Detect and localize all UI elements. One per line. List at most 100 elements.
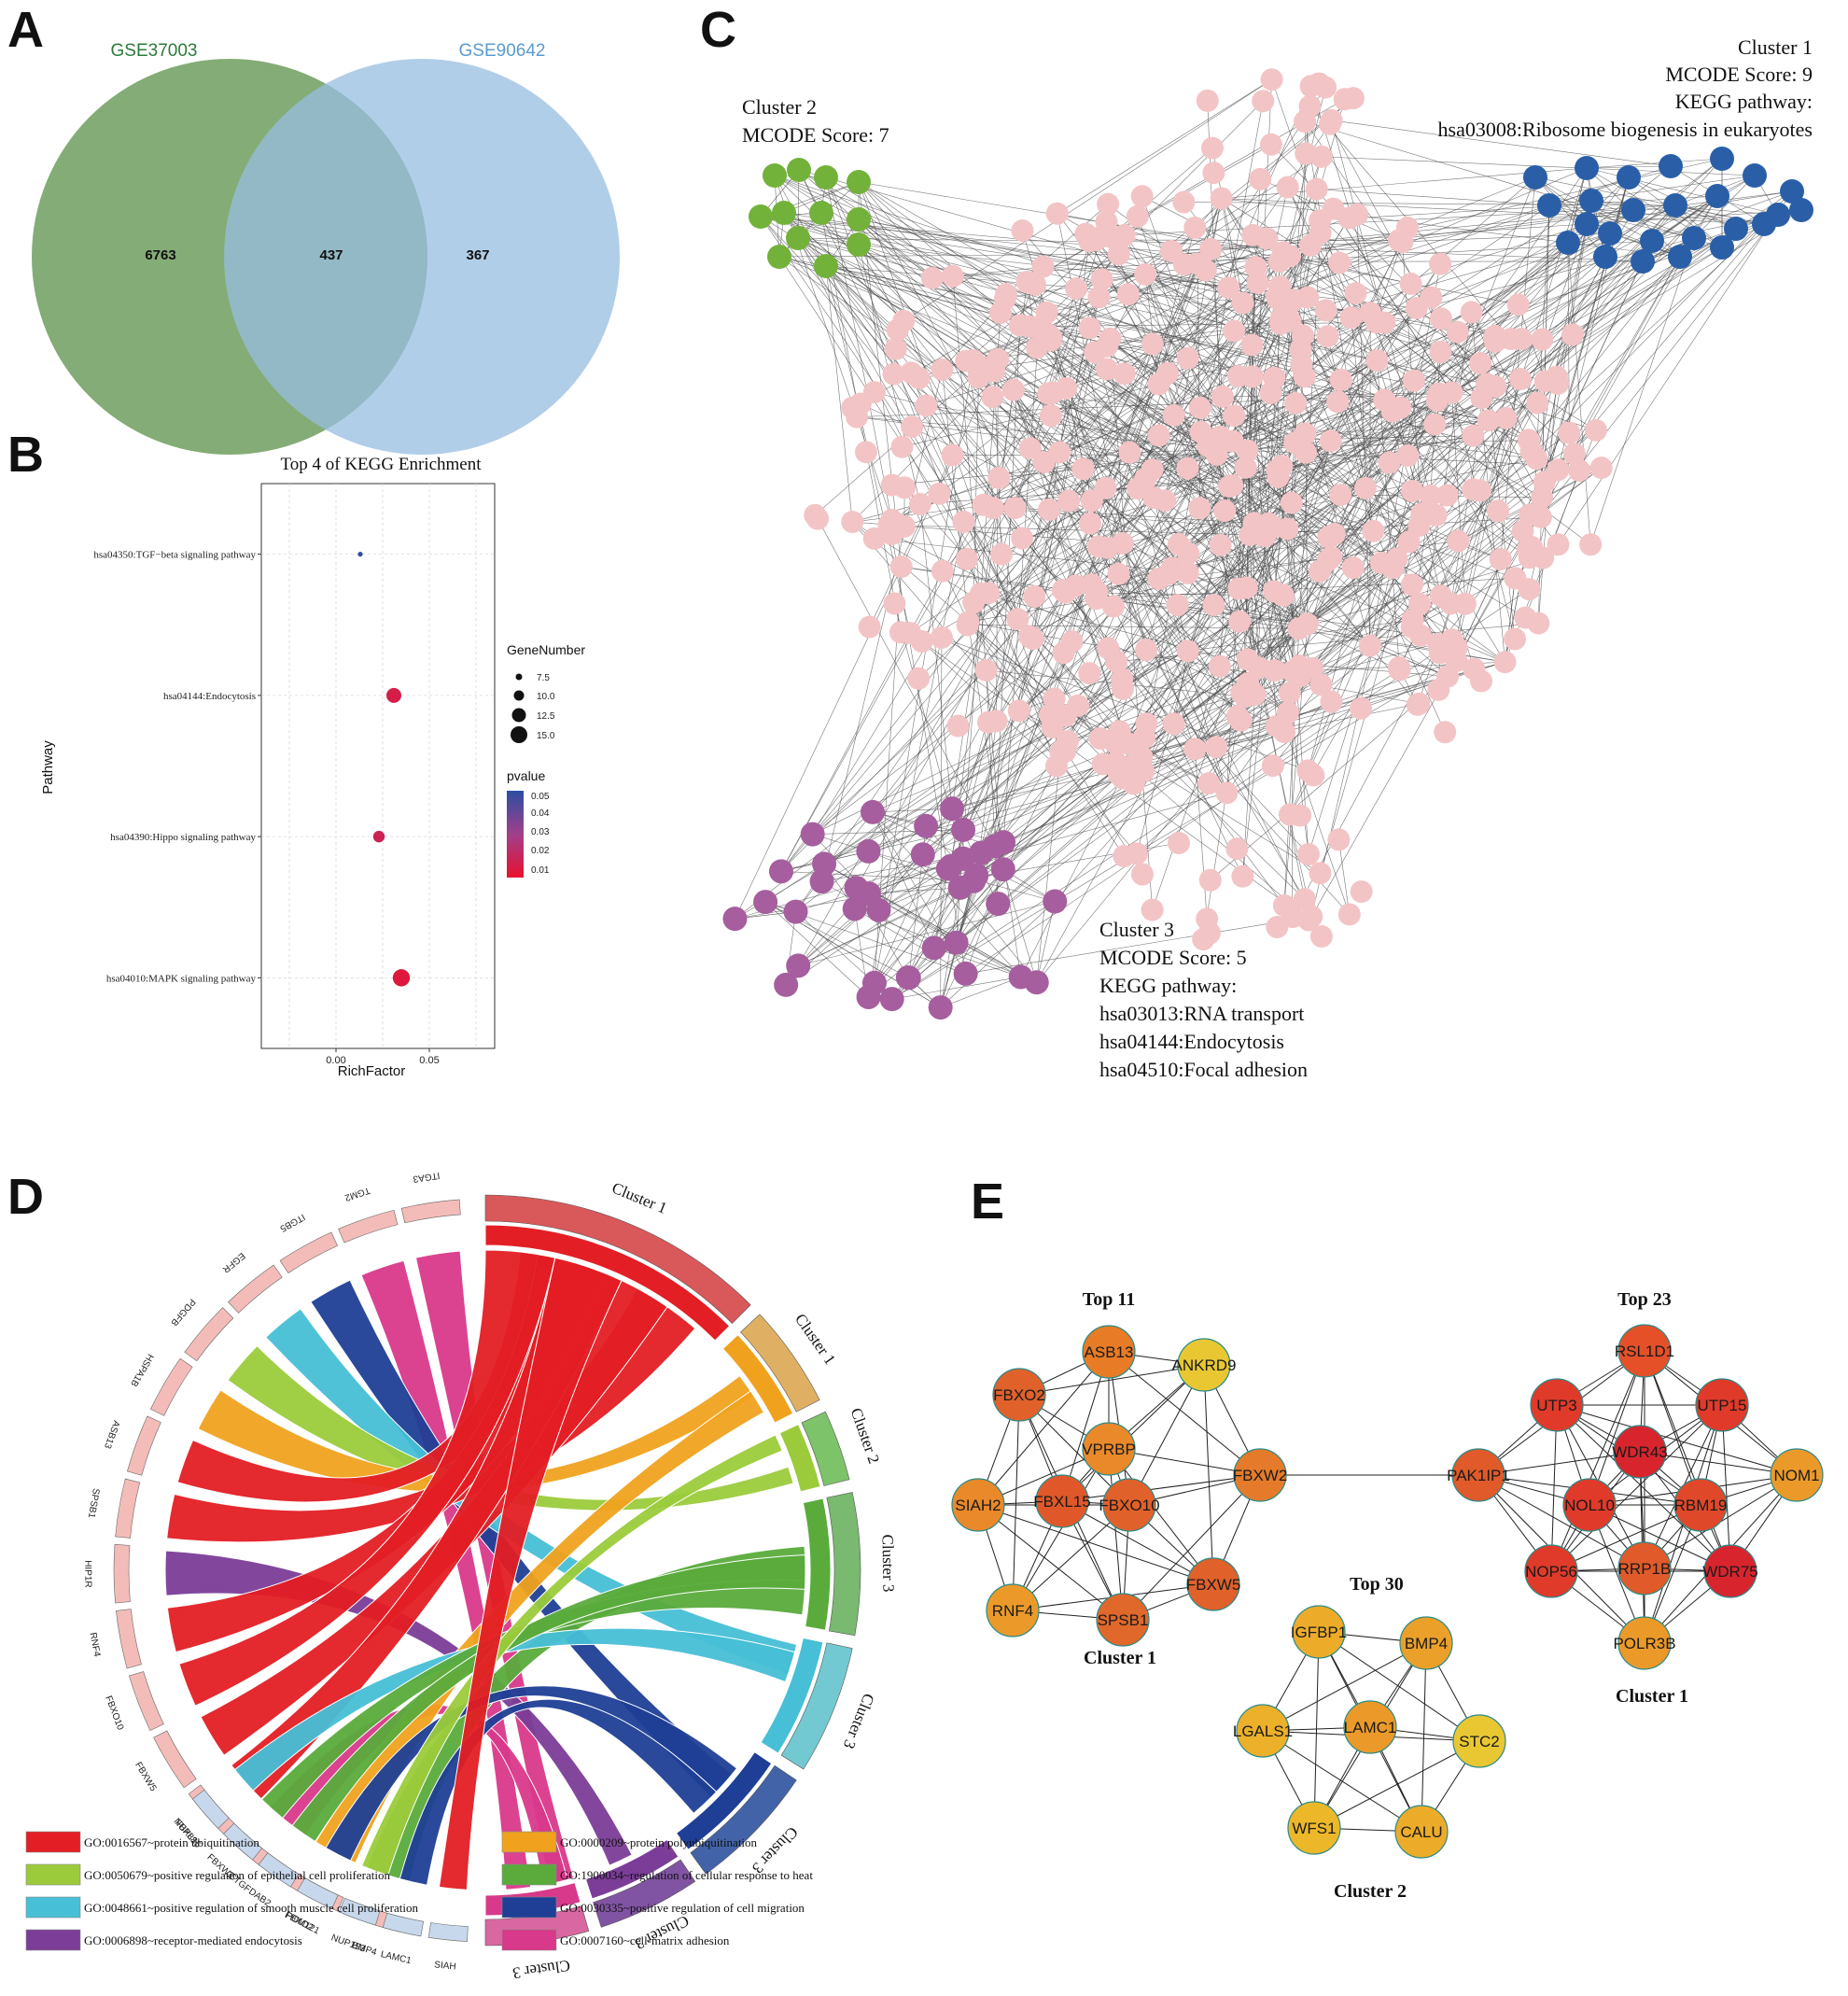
cluster-node	[1682, 226, 1706, 250]
network-edge	[952, 209, 1634, 277]
network-node	[1558, 421, 1581, 444]
chord-arcs	[113, 1194, 861, 1947]
hub-top11-title: Top 11	[1083, 1289, 1136, 1310]
network-node	[1113, 362, 1136, 386]
network-node	[1225, 705, 1249, 728]
chord-cluster-arc-3	[826, 1492, 861, 1637]
cluster-node	[763, 163, 787, 188]
cluster-node	[991, 830, 1016, 855]
network-node	[1101, 595, 1125, 618]
cluster-node	[783, 899, 808, 924]
hub-cluster1-right-label: Cluster 1	[1616, 1686, 1688, 1707]
network-node	[1200, 136, 1224, 160]
network-node	[1271, 583, 1295, 607]
chord-legend-swatch-3	[501, 1863, 557, 1886]
network-node	[1388, 655, 1411, 679]
network-edge	[821, 369, 943, 882]
hub-cluster2-label: Cluster 2	[1334, 1881, 1407, 1902]
hub-edge	[1203, 1364, 1214, 1585]
network-node	[1130, 863, 1154, 886]
network-node	[1038, 499, 1061, 522]
network-node	[1453, 592, 1477, 615]
network-node	[1155, 361, 1179, 385]
network-edge	[973, 204, 1676, 603]
network-edge	[1558, 190, 1793, 545]
network-node	[1071, 457, 1095, 481]
cluster3-name: Cluster 3	[1099, 918, 1174, 941]
venn-right-count: 367	[466, 247, 489, 263]
network-edge	[968, 209, 1634, 623]
network-node	[1327, 828, 1351, 851]
network-edge	[1331, 119, 1672, 167]
chord-legend-label-7: GO:0007160~cell-matrix adhesion	[560, 1933, 730, 1947]
network-node	[1107, 562, 1130, 585]
network-node	[1266, 916, 1289, 939]
network-edge	[878, 868, 949, 911]
venn-overlap-count: 437	[319, 247, 343, 263]
network-node	[880, 473, 903, 497]
network-edge	[1307, 453, 1575, 625]
network-node	[1293, 888, 1316, 911]
network-edge	[968, 622, 1053, 728]
network-node	[1031, 255, 1055, 278]
chord-cluster-arc-4	[780, 1642, 853, 1770]
network-node	[946, 714, 970, 738]
network-node	[1358, 634, 1381, 657]
network-node	[1429, 252, 1452, 275]
chord-cluster-arc-0	[484, 1194, 751, 1324]
network-edge	[795, 858, 963, 912]
network-node	[1270, 454, 1294, 477]
hub-cluster1-left-label: Cluster 1	[1084, 1648, 1156, 1668]
hub-node-rrp1b	[1617, 1541, 1672, 1595]
cluster-node	[842, 896, 867, 921]
cluster-node	[1575, 156, 1599, 180]
network-node	[1397, 530, 1421, 554]
network-edge	[825, 265, 1302, 365]
network-node	[1319, 429, 1342, 453]
network-node	[931, 358, 954, 381]
hub-edge	[1108, 1448, 1124, 1621]
network-node	[1006, 608, 1029, 631]
network-edge	[968, 622, 1125, 857]
hub-edge	[1721, 1404, 1731, 1572]
cluster-node	[1024, 970, 1049, 995]
network-edge	[1277, 105, 1310, 471]
panel-e-label: E	[971, 1174, 1004, 1230]
panel-a: A GSE37003 GSE90642 6763 437 367	[7, 2, 620, 455]
network-edge	[872, 808, 953, 813]
network-node	[1328, 251, 1351, 274]
network-node	[1067, 694, 1090, 717]
network-edge	[1304, 176, 1536, 377]
network-edge	[1536, 223, 1588, 459]
network-edge	[872, 624, 1308, 813]
network-node	[1337, 903, 1361, 926]
network-edge	[1027, 144, 1272, 283]
network-node	[956, 613, 979, 637]
network-node	[1326, 390, 1350, 414]
network-node	[1008, 314, 1031, 337]
network-edge	[856, 248, 1211, 889]
chord-legend-label-6: GO:0006898~receptor-mediated endocytosis	[84, 1933, 302, 1947]
cluster-node	[1579, 189, 1603, 213]
network-edge	[1029, 228, 1737, 638]
network-node	[1362, 519, 1385, 542]
hub-node-pak1ip1	[1451, 1448, 1505, 1502]
hub-node-label: FBXO2	[993, 1386, 1045, 1404]
network-node	[884, 337, 907, 360]
network-edge	[1036, 752, 1061, 983]
network-edge	[1247, 167, 1588, 660]
panel-d-label: D	[7, 1169, 44, 1225]
legend-size-label-4: 15.0	[537, 731, 555, 741]
network-edge	[817, 518, 996, 847]
network-edge	[1013, 389, 1060, 453]
hub-node-nop56	[1524, 1544, 1578, 1598]
panel-b-label: B	[7, 427, 44, 483]
cluster-node	[1537, 193, 1561, 218]
network-edge	[1145, 478, 1374, 532]
network-node	[928, 482, 951, 505]
network-node	[1584, 418, 1607, 442]
kegg-xlabel: RichFactor	[338, 1063, 406, 1079]
cluster-node	[1575, 212, 1599, 236]
network-edge	[795, 911, 875, 984]
network-node	[1446, 320, 1469, 344]
